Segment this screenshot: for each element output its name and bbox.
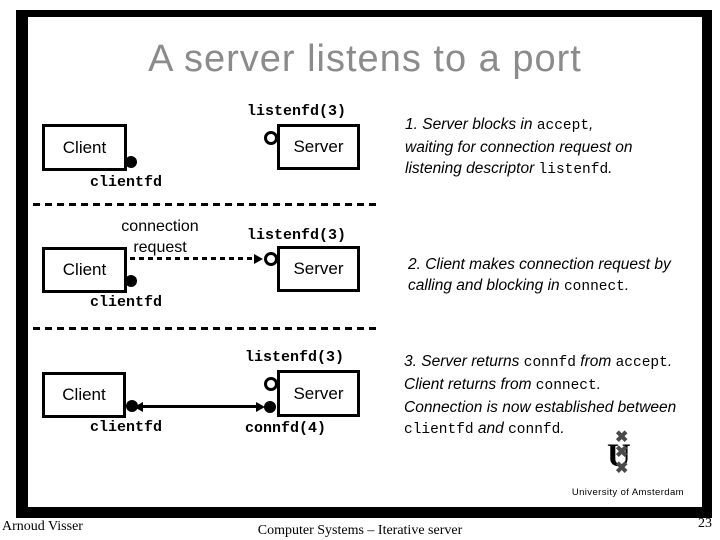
logo-cross-icon: ✖ <box>615 429 629 446</box>
footer-author: Arnoud Visser <box>2 519 83 534</box>
connection-line <box>141 405 259 408</box>
server-box: Server <box>277 124 360 170</box>
listen-port-icon <box>264 131 278 145</box>
server-box: Server <box>277 370 360 417</box>
note-3: 3. Server returns connfd from accept.Cli… <box>404 353 677 438</box>
divider <box>33 327 378 330</box>
client-box: Client <box>42 372 126 418</box>
arrowhead-right-icon <box>256 402 265 412</box>
logo-cross-icon: ✖ <box>615 444 629 461</box>
footer-course-title: Computer Systems – Iterative server <box>257 523 463 538</box>
client-socket-dot-icon <box>126 400 138 412</box>
uva-logo: ✖ U ✖ ✖ <box>605 430 641 484</box>
listen-port-icon <box>264 377 278 391</box>
connfd-label: connfd(4) <box>245 420 327 437</box>
connection-request-label: connection request <box>121 218 199 256</box>
listenfd-label: listenfd(3) <box>245 349 345 366</box>
listenfd-label: listenfd(3) <box>247 103 347 120</box>
slide-frame <box>16 10 712 518</box>
listen-port-icon <box>264 252 278 266</box>
logo-cross-icon: ✖ <box>615 460 629 477</box>
listenfd-label: listenfd(3) <box>247 227 347 244</box>
client-box: Client <box>42 124 127 171</box>
arrowhead-right-icon <box>254 254 263 264</box>
slide-title: A server listens to a port <box>148 38 582 80</box>
note-1: 1. Server blocks in accept,waiting for c… <box>405 116 633 178</box>
logo-caption: University of Amsterdam <box>571 487 684 498</box>
logo-u-letter: U <box>607 438 631 474</box>
arrowhead-left-icon <box>134 402 143 412</box>
footer-page-number: 23 <box>698 516 712 531</box>
server-box: Server <box>277 246 360 292</box>
client-box: Client <box>42 247 127 293</box>
connection-request-arrow <box>130 257 254 260</box>
clientfd-label: clientfd <box>90 294 163 311</box>
clientfd-label: clientfd <box>90 419 163 436</box>
clientfd-label: clientfd <box>90 174 163 191</box>
client-socket-dot-icon <box>125 156 137 168</box>
server-socket-dot-icon <box>264 401 276 413</box>
divider <box>33 203 378 206</box>
client-socket-dot-icon <box>125 275 137 287</box>
